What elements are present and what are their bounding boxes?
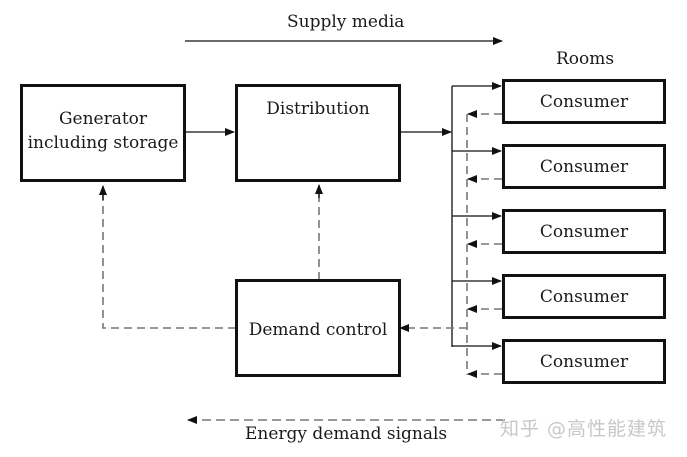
consumer-label: Consumer	[539, 157, 629, 177]
generator-sublabel: including storage	[27, 133, 179, 153]
watermark: 知乎 @高性能建筑	[500, 418, 668, 440]
supply-media-label: Supply media	[287, 12, 405, 32]
generator-label: Generator	[58, 109, 148, 129]
consumer-block: Consumer	[502, 339, 666, 384]
rooms-label: Rooms	[556, 49, 615, 69]
demand-control-to-generator-line	[102, 190, 236, 329]
distribution-block: Distribution	[235, 84, 401, 182]
consumer-block: Consumer	[502, 209, 666, 254]
consumer-label: Consumer	[539, 352, 629, 372]
consumer-block: Consumer	[502, 274, 666, 319]
consumer-label: Consumer	[539, 287, 629, 307]
consumer-label: Consumer	[539, 92, 629, 112]
distribution-label: Distribution	[266, 99, 370, 119]
energy-demand-signals-label: Energy demand signals	[245, 424, 448, 444]
consumer-block: Consumer	[502, 144, 666, 189]
consumer-label: Consumer	[539, 222, 629, 242]
consumer-block: Consumer	[502, 79, 666, 124]
demand-control-block: Demand control	[235, 279, 401, 377]
generator-block: Generator including storage	[20, 84, 186, 182]
demand-control-label: Demand control	[248, 320, 388, 340]
